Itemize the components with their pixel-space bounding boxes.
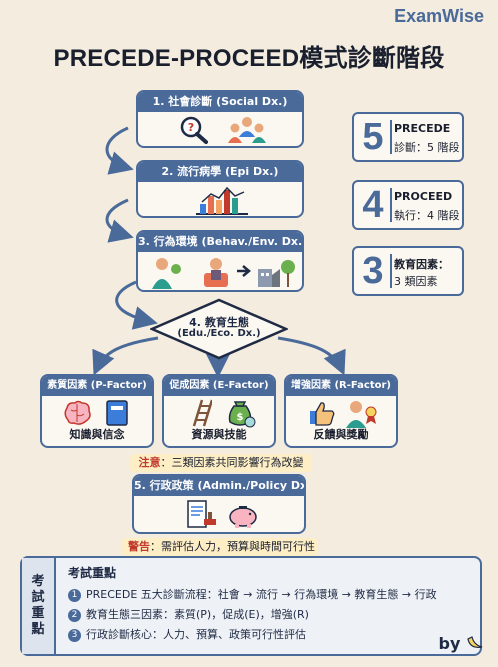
stat-edu-title: 教育因素： bbox=[394, 258, 449, 271]
bar-chart-icon bbox=[196, 186, 248, 215]
community-group-icon bbox=[228, 117, 266, 143]
document-stamp-icon bbox=[187, 500, 216, 528]
book-icon bbox=[106, 400, 128, 426]
admin-note: 警告：需評估人力，預算與時間可行性 bbox=[122, 538, 318, 556]
stat-proceed-desc: 執行：4 階段 bbox=[394, 209, 460, 222]
stat-precede-desc: 診斷：5 階段 bbox=[394, 141, 460, 154]
stat-edu-factors: 3 教育因素： 3 類因素 bbox=[352, 246, 464, 296]
factors-note-label: 注意 bbox=[138, 456, 161, 469]
factor-enabling-caption: 資源與技能 bbox=[191, 428, 247, 441]
step-behavior-env: 3. 行為環境 (Behav./Env. Dx.) bbox=[136, 230, 304, 292]
arrow-4-r bbox=[277, 336, 346, 376]
signature: by bbox=[439, 634, 484, 653]
brain-icon bbox=[64, 400, 91, 425]
brand-logo: ExamWise bbox=[394, 6, 484, 26]
step-behavior-env-label: 3. 行為環境 (Behav./Env. Dx.) bbox=[138, 232, 302, 252]
exam-title: 考試重點 bbox=[68, 566, 117, 580]
factor-predisposing: 素質因素 (P-Factor) 知識與信念 bbox=[40, 374, 154, 448]
thumbs-up-icon bbox=[310, 402, 335, 426]
factor-reinforcing-head: 增強因素 (R-Factor) bbox=[286, 376, 396, 396]
arrow-2-3 bbox=[105, 198, 134, 243]
stat-proceed-number: 4 bbox=[362, 184, 384, 226]
person-healthy-icon bbox=[152, 258, 181, 289]
factor-enabling: 促成因素 (E-Factor) $ 資源與技能 bbox=[162, 374, 276, 448]
factor-predisposing-head: 素質因素 (P-Factor) bbox=[42, 376, 152, 396]
stat-proceed-title: PROCEED bbox=[394, 190, 453, 203]
edu-eco-label: 4. 教育生態 bbox=[189, 316, 249, 329]
admin-note-label: 警告 bbox=[128, 540, 150, 553]
step-social-label: 1. 社會診斷 (Social Dx.) bbox=[138, 92, 302, 112]
stat-precede-number: 5 bbox=[362, 116, 384, 158]
step-admin-policy: 5. 行政政策 (Admin./Policy Dx.) bbox=[132, 474, 306, 534]
step-social: 1. 社會診斷 (Social Dx.) ? bbox=[136, 90, 304, 148]
factor-predisposing-caption: 知識與信念 bbox=[69, 428, 125, 441]
exam-side-label: 考 試 重 點 bbox=[22, 558, 56, 654]
step-epidemiology-label: 2. 流行病學 (Epi Dx.) bbox=[138, 162, 302, 182]
factors-note-text: ：三類因素共同影響行為改變 bbox=[160, 456, 304, 469]
arrow-right-icon bbox=[237, 265, 251, 277]
arrow-1-2 bbox=[105, 126, 134, 175]
factor-reinforcing: 增強因素 (R-Factor) 反饋與獎勵 bbox=[284, 374, 398, 448]
factor-enabling-head: 促成因素 (E-Factor) bbox=[164, 376, 274, 396]
award-person-icon bbox=[346, 401, 377, 428]
admin-note-text: ：需評估人力，預算與時間可行性 bbox=[150, 540, 315, 553]
svg-text:?: ? bbox=[188, 121, 194, 134]
factor-reinforcing-caption: 反饋與獎勵 bbox=[313, 428, 369, 441]
stat-edu-desc: 3 類因素 bbox=[394, 275, 438, 288]
arrow-3-4 bbox=[115, 280, 158, 330]
step-epidemiology: 2. 流行病學 (Epi Dx.) bbox=[136, 160, 304, 218]
factors-note: 注意：三類因素共同影響行為改變 bbox=[130, 454, 312, 472]
edu-eco-diamond bbox=[150, 298, 288, 360]
svg-text:$: $ bbox=[237, 412, 244, 423]
magnifier-question-icon: ? bbox=[180, 116, 208, 144]
arrow-4-p bbox=[92, 336, 159, 376]
stat-edu-number: 3 bbox=[362, 250, 384, 292]
edu-eco-sublabel: (Edu./Eco. Dx.) bbox=[177, 328, 261, 339]
banana-icon bbox=[467, 636, 483, 648]
step-admin-policy-label: 5. 行政政策 (Admin./Policy Dx.) bbox=[134, 476, 304, 496]
stat-precede-title: PRECEDE bbox=[394, 122, 451, 135]
environment-icon bbox=[258, 260, 295, 287]
stat-proceed: 4 PROCEED 執行：4 階段 bbox=[352, 180, 464, 230]
stat-precede: 5 PRECEDE 診斷：5 階段 bbox=[352, 112, 464, 162]
person-sitting-icon bbox=[204, 258, 228, 287]
piggy-bank-icon bbox=[229, 506, 257, 528]
money-bag-icon: $ bbox=[228, 401, 256, 428]
page-title: PRECEDE-PROCEED模式診斷階段 bbox=[53, 45, 445, 72]
ladder-icon bbox=[192, 399, 212, 427]
